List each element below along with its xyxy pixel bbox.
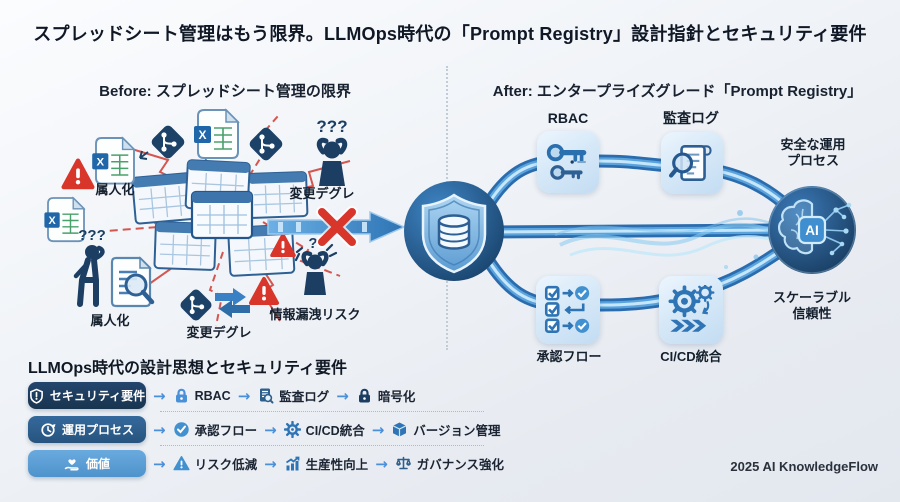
flow-arrow: → [264,454,277,473]
item-productivity: 生産性向上 [284,454,368,473]
item-governance: ガバナンス強化 [395,454,504,473]
doc-search-icon [260,388,274,404]
ai-brain-node: AI [768,186,856,274]
shield-check-icon [29,388,43,404]
audit-log-icon [669,144,712,182]
lock-icon [175,388,187,403]
git-branch-icon [180,289,212,321]
before-label-ownership-bottom: 属人化 [90,313,130,328]
framework-row-security: セキュリティ要件 → RBAC → 監査ログ → 暗号化 [28,382,415,409]
package-icon [393,422,407,437]
database-icon [437,214,471,250]
red-x-icon [316,206,358,248]
approval-flow-card [536,276,600,344]
svg-text:X: X [96,157,104,169]
before-label-regression-top: 変更デグレ [289,186,355,201]
category-pill-value: 価値 [28,450,146,477]
excel-file-icon: X [44,196,86,243]
framework-heading: LLMOps時代の設計思想とセキュリティ要件 [28,360,348,377]
framework-row-value: 価値 → リスク低減 → 生産性向上 → ガバナンス強化 [28,450,504,477]
flow-arrow: → [237,386,251,405]
git-branch-icon [139,125,185,160]
svg-text:???: ??? [316,117,347,136]
footer-credit: 2025 AI KnowledgeFlow [730,459,878,474]
energy-streams [554,210,781,269]
keys-icon [546,143,587,180]
before-label-regression-bottom: 変更デグレ [186,325,252,340]
before-illustration: X X X [44,108,406,327]
cicd-icon [668,285,715,332]
item-version-control: バージョン管理 [391,420,501,439]
before-label-leak-risk: 情報漏洩リスク [269,307,361,322]
excel-file-icon: X [194,108,240,159]
flow-arrow: → [375,454,388,473]
thinking-person-icon: ??? [73,227,106,307]
row-separator [160,411,484,412]
trend-chart-icon [285,456,300,471]
flow-arrow: → [153,454,166,473]
flow-arrow: → [153,420,166,439]
rbac-card [537,131,599,193]
warning-icon [61,158,95,190]
item-risk-reduction: リスク低減 [173,454,257,473]
safe-process-label: 安全な運用 プロセス [780,137,846,168]
gear-icon [283,421,301,438]
sync-arrows-icon [215,288,250,318]
check-circle-icon [173,422,189,437]
category-pill-process: 運用プロセス [28,416,146,443]
flow-arrow: → [336,386,349,405]
item-encryption: 暗号化 [356,386,415,405]
warning-icon [249,277,279,305]
confused-person-icon: ??? [316,117,348,186]
approval-flow-label: 承認フロー [536,349,602,364]
ai-chip [797,215,827,245]
before-header: Before: スプレッドシート管理の限界 [99,83,351,100]
clock-cycle-icon [41,422,56,437]
frustrated-person-icon: ? [294,235,338,295]
item-approval-flow: 承認フロー [173,420,257,439]
excel-file-icon: X [92,136,136,185]
item-cicd: CI/CD統合 [283,420,365,439]
after-header: After: エンタープライズグレード「Prompt Registry」 [492,83,863,100]
flow-arrow: → [153,386,166,405]
cicd-card [659,276,723,344]
category-pill-security: セキュリティ要件 [28,382,146,409]
approval-flow-icon [544,285,590,334]
framework-row-process: 運用プロセス → 承認フロー → CI/CD統合 → バージョン管理 [28,416,501,443]
scales-icon [395,456,411,470]
doc-search-icon [110,256,155,308]
svg-text:AI: AI [805,223,819,238]
row-separator [160,445,484,446]
item-rbac: RBAC [173,387,231,404]
failed-flow-arrow [267,206,406,248]
before-label-ownership-top: 属人化 [95,182,135,197]
cicd-label: CI/CD統合 [660,349,722,364]
lock-icon [358,388,370,403]
audit-log-label: 監査ログ [663,110,719,126]
svg-text:???: ??? [78,227,106,244]
git-branch-icon [249,127,283,161]
warning-icon [270,233,296,258]
svg-text:X: X [48,215,56,227]
svg-text:X: X [198,128,206,142]
svg-text:?: ? [308,235,317,252]
audit-log-card [661,132,723,194]
circuit-icon [823,202,852,256]
rbac-label: RBAC [547,110,589,126]
spreadsheet-pile [131,159,309,277]
shield-database-hub [404,181,504,281]
hand-heart-icon [64,458,79,471]
warning-icon [173,456,190,471]
page-title: スプレッドシート管理はもう限界。LLMOps時代の「Prompt Registr… [33,24,867,44]
flow-arrow: → [264,420,277,439]
flow-arrow: → [371,420,385,439]
scalable-label: スケーラブル 信頼性 [772,290,851,321]
item-audit-log: 監査ログ [257,386,329,405]
